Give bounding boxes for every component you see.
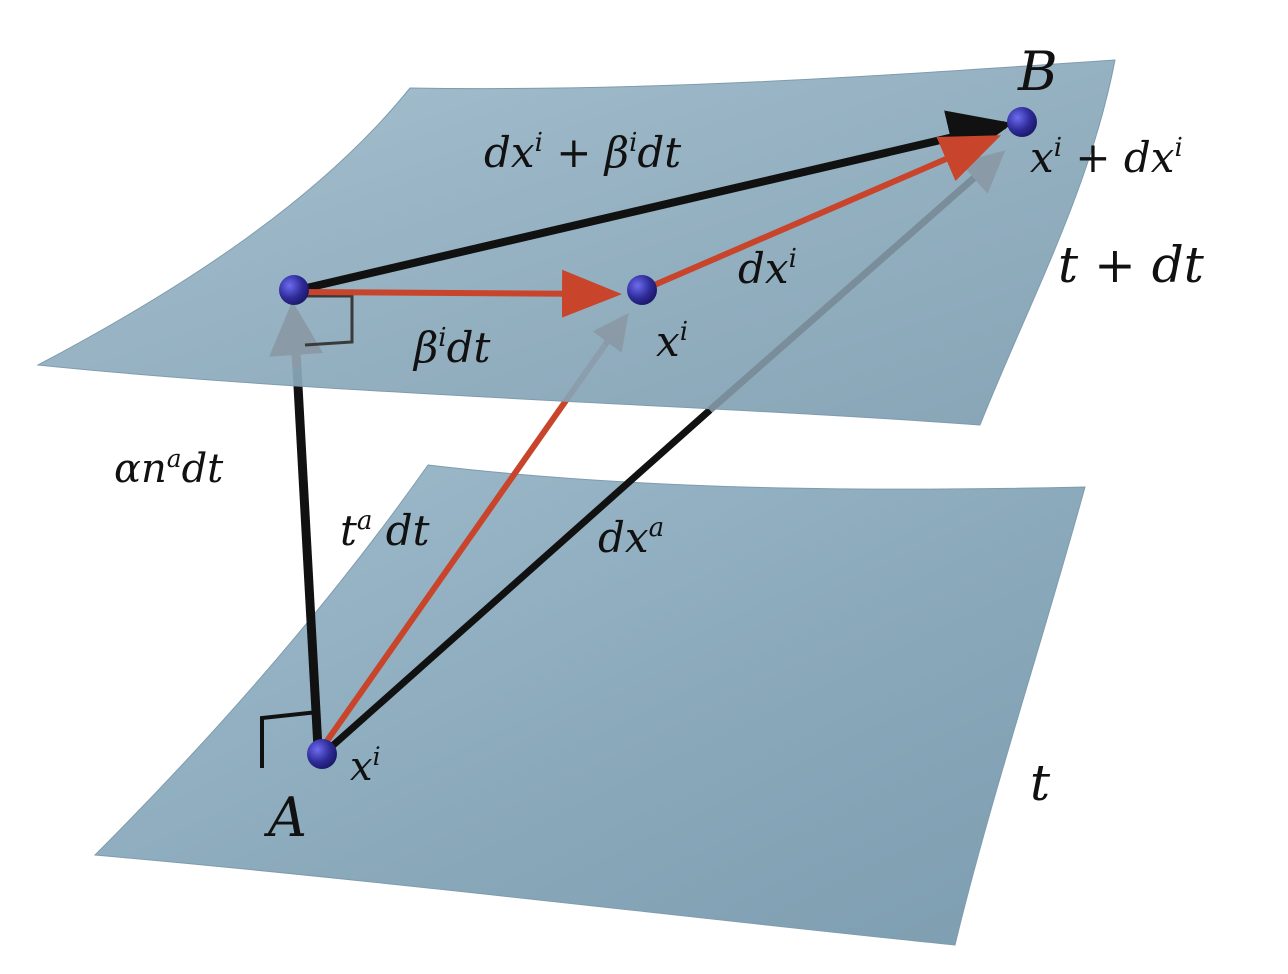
total-displacement-label: dxa [598,513,664,562]
upper-surface [36,59,1116,426]
point-upper-left [279,275,309,305]
spatial-step-arrow [643,135,1002,292]
point-mid [627,275,657,305]
time-vector-arrow [319,343,608,750]
point-A [307,739,337,769]
right-angle-mark-upper [302,294,354,347]
point-B-coordinate-label: xi + dxi [1030,133,1183,182]
normal-vector-ghost [269,301,324,369]
top-vector-label: dxi + βidt [484,128,681,177]
normal-vector-arrow [292,367,323,749]
right-angle-mark-lower [260,710,319,768]
time-vector-ghost [592,313,629,353]
point-A-coordinate-label: xi [350,742,381,790]
point-A-label: A [263,786,307,849]
normal-vector-label: αnadt [114,444,224,492]
mid-point-coordinate-label: xi [656,317,688,366]
spatial-step-label: dxi [738,244,797,293]
total-displacement-ghost [707,150,1006,413]
total-displacement-arrow [327,407,713,751]
time-vector-label: ta dt [340,506,430,555]
point-B [1007,107,1037,137]
lower-surface-label: t [1030,754,1051,812]
shift-vector-label: βidt [412,323,490,372]
lower-surface [93,464,1086,946]
upper-surface-label: t + dt [1058,236,1205,294]
top-black-arrow [297,110,1013,294]
shift-vector-arrow [299,269,622,318]
point-B-label: B [1017,40,1058,103]
